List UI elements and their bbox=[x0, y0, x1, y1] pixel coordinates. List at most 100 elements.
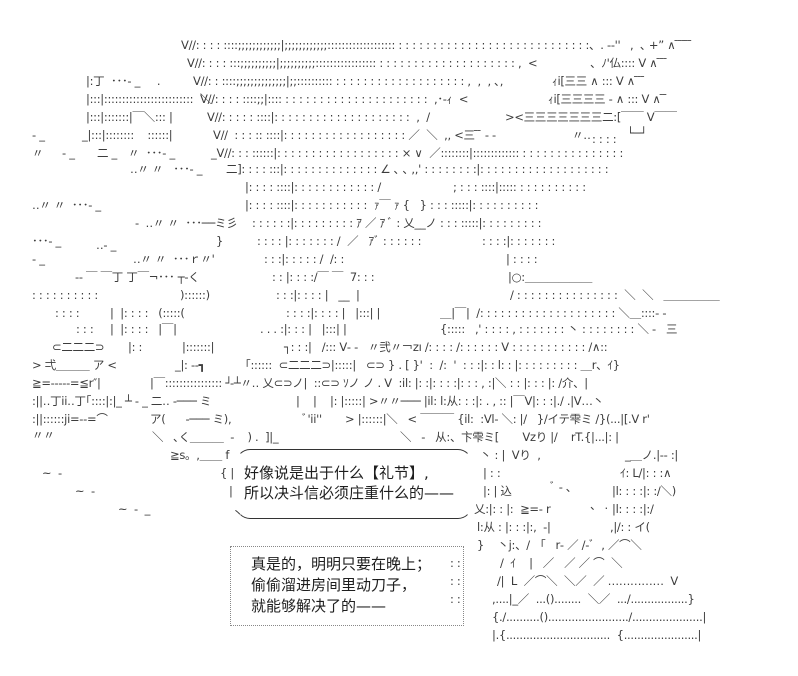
aa-row-18c: |:::::::| bbox=[182, 340, 215, 354]
aa-row-13b: ‥〃 〃 ･･･ｒ〃' bbox=[133, 252, 215, 266]
aa-row-16a: : : : : bbox=[55, 306, 80, 320]
aa-row-22b: ア( ‐─── ミ), bbox=[150, 412, 232, 426]
aa-row-32b: ,....|_／ ...()........ ＼／ .../..........… bbox=[492, 592, 695, 606]
aa-row-20c: ‐┴〃‥ 乂⊂⊃ノ| ::⊂⊃ ｿノ ノ . V :il: |: :|: : :… bbox=[230, 376, 588, 390]
aa-row-13d: | : : : : bbox=[506, 252, 538, 266]
aa-row-12e: : : : :|: : : : : : : bbox=[482, 234, 556, 248]
aa-row-16c: : : : :|: : : : | |:::| | bbox=[286, 306, 381, 320]
aa-row-17b: | |: : : : |￣| bbox=[110, 322, 177, 336]
aa-row-5c: ><三三三三三三三二:[￣￣ V￣￣ bbox=[505, 110, 677, 124]
aa-row-32a: : : bbox=[450, 592, 461, 606]
aa-row-25c: | : : bbox=[483, 466, 501, 480]
aa-row-16b: | |: : : : (:::::( bbox=[110, 306, 185, 320]
aa-row-29a: } 丶j:、/ ｢ r‐ ／ /‐ﾞ , ／⌒＼ bbox=[477, 538, 642, 552]
aa-row-6f: └─┘ bbox=[627, 126, 647, 140]
aa-row-22c: ﾞ'ii'' bbox=[302, 412, 322, 426]
aa-row-3c: ｨi[三三 ∧ ::: V ∧ ̄ ̄ ̄ bbox=[552, 74, 645, 88]
aa-row-12a: ･･･‐ _ bbox=[32, 234, 62, 248]
aa-row-19b: _|: ‐‐┓ bbox=[175, 358, 206, 372]
speech-line-2: 所以决斗信必须庄重什么的—— bbox=[244, 484, 455, 502]
aa-row-23a: 〃〃 bbox=[32, 428, 55, 442]
aa-row-2b: 、ﾉ'仏:::: V ∧ ̄ ̄ ̄ bbox=[590, 56, 668, 70]
aa-row-31b: /| L ／⌒＼ ＼／ ／ …………… V bbox=[497, 574, 678, 588]
thought-box-frame bbox=[230, 546, 464, 626]
aa-row-28b: ,|/: : イ( bbox=[610, 520, 650, 534]
aa-row-13c: : : :|: : : : : / /: : bbox=[264, 252, 345, 266]
aa-row-22a: :||::::::ji=‐‐=⌒ bbox=[32, 412, 108, 426]
aa-row-25a: ~ ‐ bbox=[42, 466, 62, 480]
aa-row-7c: 二 _ bbox=[97, 146, 118, 160]
aa-row-4b: V//: : : : ::::;;|:::: : : : : : : : : :… bbox=[200, 92, 469, 106]
aa-row-1a: V//: : : : ::::;;;;;;;;;;;;|;;;;;;;;;;;;… bbox=[181, 38, 621, 52]
aa-row-17d: {::::: ,' : : : : , : : : : : : : 丶 : : … bbox=[440, 322, 678, 336]
aa-row-6b: _|:::|:::::::: ::::::| bbox=[82, 128, 173, 142]
aa-row-15b: )::::::) bbox=[180, 288, 210, 302]
aa-row-18b: |: : bbox=[128, 340, 143, 354]
thought-line-1: 真是的，明明只要在晚上； bbox=[251, 555, 432, 573]
aa-row-10b: |: : : : ::::|: : : : : : : : : : : ｧ￣ ｧ… bbox=[245, 198, 539, 212]
aa-row-9a: |: : : : ::::|: : : : : : : : : : : : / bbox=[245, 180, 381, 194]
aa-row-23c: ＼ ‐ 从:、卞雫ミ[ Vzり |/ rT.{|...|: | bbox=[400, 430, 619, 444]
aa-row-34a: |.{............................... {....… bbox=[492, 628, 702, 642]
aa-row-26e: |l: : : :|: :/＼) bbox=[612, 484, 676, 498]
aa-row-27d: 、 . bbox=[590, 498, 608, 512]
aa-row-30a: : : bbox=[450, 556, 461, 570]
aa-row-11b: : : : : : :|: : : : : : : : : ｱ ／ ｱ ﾞ : … bbox=[252, 216, 542, 230]
aa-row-25b: { | bbox=[220, 466, 234, 480]
aa-row-16d: ＿|￣| /: : : : : : : : : : : : : : : : : … bbox=[440, 306, 667, 320]
aa-row-23b: ＼ ､く＿＿＿ ‐ ) . ]|_ bbox=[152, 430, 279, 444]
aa-row-17c: . . . :|: : : | |:::| | bbox=[260, 322, 347, 336]
aa-row-12b: ‥‐ _ bbox=[96, 238, 117, 252]
aa-row-12c: } bbox=[216, 234, 224, 248]
aa-row-25d: ｲ: L/|: : :∧ bbox=[620, 466, 672, 480]
aa-row-2a: V//: : : : :::;;;;;;;;;;|;;;;;;;;;;:::::… bbox=[187, 56, 538, 70]
aa-row-3b: V//: : ::::;;;;;;;;;;;;;;|;;:::::::::: :… bbox=[193, 74, 504, 88]
aa-row-26a: ~ ‐ bbox=[75, 484, 95, 498]
aa-row-19a: > 弌＿＿＿ ア < bbox=[32, 358, 117, 372]
aa-row-5b: V//: : : : : ::::|: : : : : : : : : : : … bbox=[207, 110, 430, 124]
aa-row-21b: | | |: |:::::| >〃〃─── |il: l:从: : :|: . … bbox=[296, 394, 604, 408]
aa-row-26c: |: | 込 bbox=[483, 484, 512, 498]
aa-row-14c: |○:＿＿＿＿＿＿ bbox=[508, 270, 593, 284]
aa-row-6d: 〃‥ bbox=[572, 128, 591, 142]
aa-row-12d: : : : : |: : : : : : : / ／ ｱﾞ : : : : : … bbox=[257, 234, 422, 248]
aa-row-18a: ⊂二二二⊃ bbox=[52, 340, 105, 354]
aa-row-11a: ‐ ‥〃 〃 ･･･──ミ彡 bbox=[135, 216, 238, 230]
aa-row-20b: |￣:::::::::::::::: ┘ bbox=[150, 376, 232, 390]
aa-row-27c: 乂:|: : |: ≧=‐ r bbox=[474, 502, 551, 516]
aa-row-6e: : : : : bbox=[592, 132, 617, 146]
aa-row-7a: 〃 bbox=[32, 146, 44, 160]
aa-row-10a: ‥〃 〃 ･･･‐ _ bbox=[32, 198, 101, 212]
aa-row-20a: ≧=‐‐‐‐‐=≦r″| bbox=[32, 376, 101, 390]
aa-row-6c: V// : : : :: ::::|: : : : : : : : : : : … bbox=[213, 128, 496, 142]
aa-row-7e: _V//: : : ::::::|: : : : : : : : : : : :… bbox=[211, 146, 624, 160]
aa-row-26d: ﾞ ‐ ､ bbox=[550, 480, 572, 494]
aa-row-15a: : : : : : : : : : : bbox=[32, 288, 98, 302]
speech-bubble-frame bbox=[236, 449, 472, 519]
aa-row-19c: ｢:::::: ⊂二二二⊃|:::::| ⊂⊃ } . [ }' : /: ' … bbox=[245, 358, 620, 372]
aa-row-8a: ‥〃 〃 ･･･‐ _ bbox=[130, 162, 203, 176]
aa-row-8b: 二]: : : : :::|: : : : : : : : : : : : : … bbox=[226, 162, 609, 176]
aa-row-24b: 丶 : | Vり , bbox=[480, 448, 541, 462]
aa-row-4a: |:::|::::::::::::::::::::::::: ＼ bbox=[86, 92, 212, 106]
aa-row-6a: ‐ _ bbox=[32, 128, 45, 142]
aa-row-7b: ‐ _ bbox=[62, 146, 75, 160]
aa-row-24c: _＿ノ.|‐‐ :| bbox=[625, 448, 678, 462]
aa-row-17a: : : : bbox=[76, 322, 94, 336]
aa-row-27a: ~ ‐ _ bbox=[118, 502, 151, 516]
aa-row-28a: l:从 : |: : :|:, ‐| bbox=[477, 520, 551, 534]
aa-row-15d: / : : : : : : : : : : : : : : : ＼ ＼ ＿＿＿＿… bbox=[510, 288, 720, 302]
speech-line-1: 好像说是出于什么【礼节】, bbox=[244, 464, 429, 482]
aa-row-33a: {./..........()......................../… bbox=[492, 610, 707, 624]
aa-row-13a: ‐ _ bbox=[32, 252, 45, 266]
aa-row-21a: :||‥丁ii‥丁｢::::|:|_ ┴ ‐ _ 二‥ ‐─── ミ bbox=[32, 394, 212, 408]
aa-row-27e: |l: : : :|:/ bbox=[612, 502, 654, 516]
aa-row-26b: | bbox=[229, 484, 233, 498]
aa-row-31a: : : bbox=[450, 574, 461, 588]
aa-row-15c: : : :|: : : : | __ | bbox=[276, 288, 360, 302]
aa-row-22d: > |::::::|＼ < ￣￣￣ {il: :Vl‐ ＼: |/ }/イテ雫ミ… bbox=[345, 412, 650, 426]
thought-line-3: 就能够解决了的—— bbox=[251, 597, 387, 615]
aa-row-4c: ｨi[三三三三 ‐ ∧ ::: V ∧ ̄ ̄ bbox=[548, 92, 668, 106]
aa-row-9b: ; : : : ::::|::::: : : : : : : : : : : bbox=[453, 180, 586, 194]
